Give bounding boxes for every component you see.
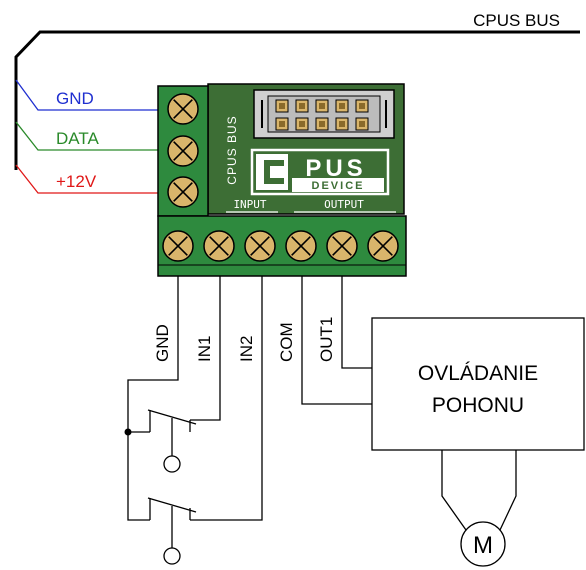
output-label: OUTPUT bbox=[324, 198, 364, 211]
wire-label-gnd: GND bbox=[56, 89, 94, 108]
bus-screw-2 bbox=[167, 135, 199, 167]
wire-gnd-switch bbox=[127, 276, 179, 521]
motor: M bbox=[460, 521, 506, 567]
terminal-wires bbox=[124, 276, 372, 521]
terminal-label-out1: OUT1 bbox=[317, 317, 336, 362]
io-screw-1 bbox=[162, 230, 194, 262]
bus-screw-3 bbox=[167, 176, 199, 208]
controller-line2: POHONU bbox=[432, 394, 524, 417]
logo-main-text: PUS bbox=[305, 155, 366, 182]
wire-out1 bbox=[341, 276, 372, 369]
push-button-1 bbox=[147, 409, 197, 473]
io-terminal-block bbox=[157, 215, 407, 277]
motor-symbol bbox=[460, 521, 506, 567]
bus-terminal-screws bbox=[167, 93, 199, 208]
module-side-label: CPUS BUS bbox=[225, 115, 239, 184]
terminal-labels: GND IN1 IN2 COM OUT1 bbox=[153, 317, 336, 362]
motor-wiring bbox=[441, 450, 517, 531]
idc-connector bbox=[253, 89, 395, 139]
wire-label-12v: +12V bbox=[56, 172, 97, 191]
motor-label: M bbox=[473, 532, 493, 559]
bus-wires: GND DATA +12V bbox=[15, 79, 158, 194]
wire-in2 bbox=[190, 276, 263, 521]
wire-12v bbox=[15, 164, 158, 194]
wire-com bbox=[301, 276, 372, 405]
controller-line1: OVLÁDANIE bbox=[418, 362, 538, 385]
terminal-label-gnd: GND bbox=[153, 324, 172, 362]
wire-label-data: DATA bbox=[56, 129, 99, 148]
logo-sub-text: DEVICE bbox=[312, 180, 365, 192]
wire-data bbox=[15, 121, 158, 151]
bus-screw-1 bbox=[167, 93, 199, 125]
io-screw-6 bbox=[367, 230, 399, 262]
wire-in1 bbox=[190, 276, 221, 421]
wire-gnd bbox=[15, 79, 158, 111]
terminal-label-in1: IN1 bbox=[195, 336, 214, 362]
io-screw-5 bbox=[326, 230, 358, 262]
terminal-label-com: COM bbox=[277, 322, 296, 362]
drive-controller: OVLÁDANIE POHONU bbox=[371, 317, 585, 451]
io-screw-3 bbox=[244, 230, 276, 262]
bus-cable: CPUS BUS bbox=[14, 11, 580, 170]
cpus-logo: PUS DEVICE bbox=[250, 148, 390, 196]
input-label: INPUT bbox=[233, 198, 266, 211]
controller-box bbox=[371, 317, 585, 451]
bus-title: CPUS BUS bbox=[473, 11, 560, 30]
io-screw-4 bbox=[285, 230, 317, 262]
io-screw-2 bbox=[203, 230, 235, 262]
io-terminal-screws bbox=[162, 230, 399, 262]
terminal-label-in2: IN2 bbox=[237, 336, 256, 362]
push-button-2 bbox=[147, 497, 197, 565]
cpus-module: CPUS BUS PUS DEVICE INPUT OUTPUT bbox=[157, 83, 407, 277]
